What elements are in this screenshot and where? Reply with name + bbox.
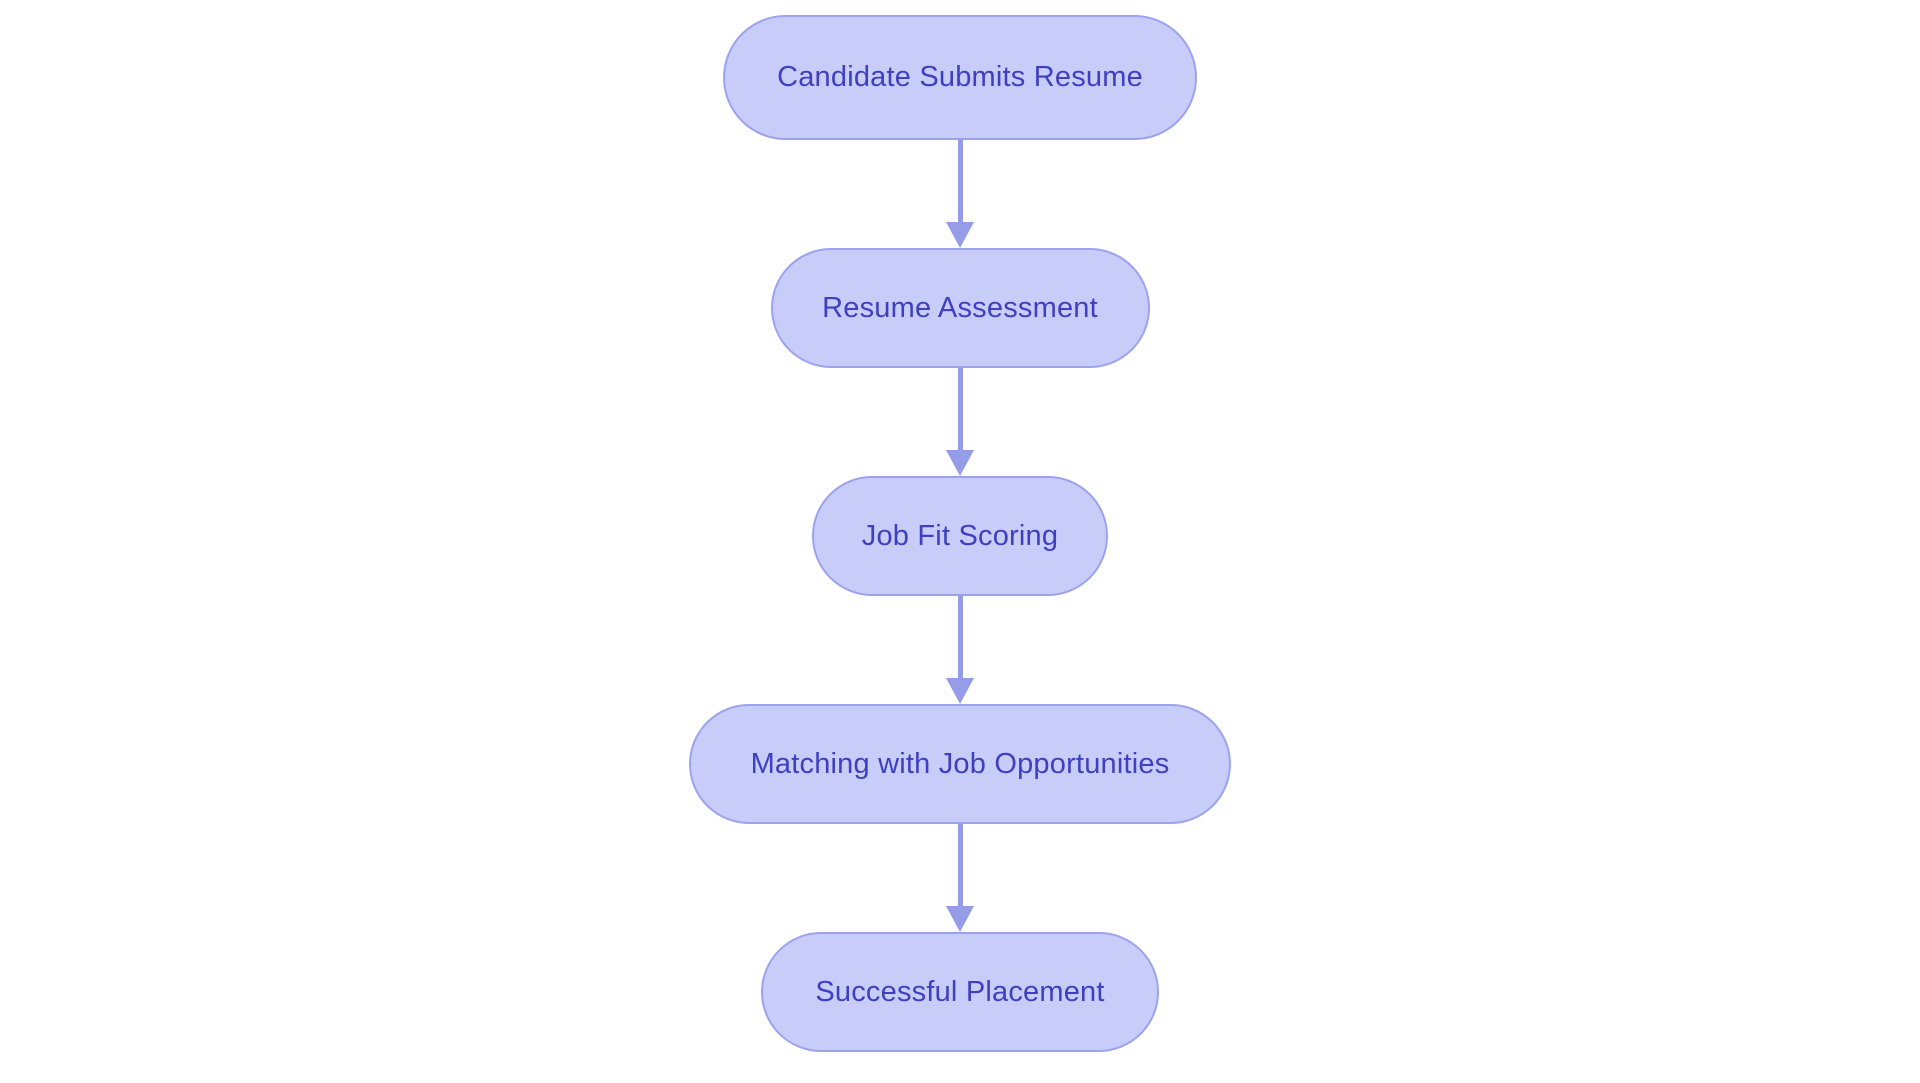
- node-label: Candidate Submits Resume: [777, 61, 1143, 93]
- arrow-stem: [957, 140, 963, 222]
- flow-arrow-4: [946, 824, 974, 932]
- arrowhead-down-icon: [946, 222, 974, 248]
- flow-node-resume-assessment: Resume Assessment: [770, 248, 1150, 368]
- node-label: Job Fit Scoring: [861, 519, 1059, 552]
- flow-node-job-fit-scoring: Job Fit Scoring: [812, 476, 1108, 596]
- node-label: Successful Placement: [815, 975, 1105, 1008]
- arrow-stem: [957, 368, 963, 450]
- flow-node-matching-with-job-opportunities: Matching with Job Opportunities: [689, 704, 1231, 824]
- flow-node-candidate-submits-resume: Candidate Submits Resume: [723, 15, 1197, 140]
- arrowhead-down-icon: [946, 678, 974, 704]
- arrowhead-down-icon: [946, 906, 974, 932]
- flow-arrow-1: [946, 140, 974, 248]
- flow-node-successful-placement: Successful Placement: [761, 932, 1159, 1052]
- flow-arrow-2: [946, 368, 974, 476]
- arrowhead-down-icon: [946, 450, 974, 476]
- arrow-stem: [957, 824, 963, 906]
- node-label: Matching with Job Opportunities: [750, 747, 1170, 780]
- node-label: Resume Assessment: [822, 291, 1098, 324]
- arrow-stem: [957, 596, 963, 678]
- flow-arrow-3: [946, 596, 974, 704]
